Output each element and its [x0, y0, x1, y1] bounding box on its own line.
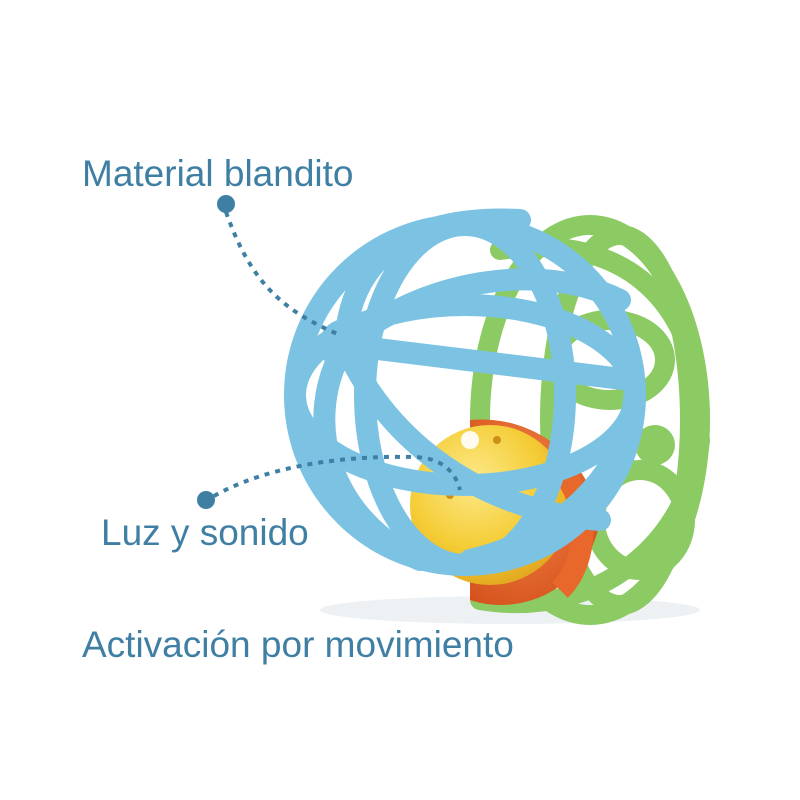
- label-soft-material: Material blandito: [82, 153, 354, 194]
- label-motion-activation: Activación por movimiento: [82, 624, 514, 665]
- label-light-sound: Luz y sonido: [101, 512, 309, 553]
- green-hub: [635, 425, 675, 465]
- leader-dot-top: [217, 195, 235, 213]
- blue-cage: [284, 208, 646, 576]
- leader-line-bottom: [213, 454, 462, 498]
- leader-line-top: [224, 211, 341, 337]
- leader-lines: [197, 195, 462, 509]
- leader-dot-bottom: [197, 491, 215, 509]
- blue-hub: [319, 319, 371, 371]
